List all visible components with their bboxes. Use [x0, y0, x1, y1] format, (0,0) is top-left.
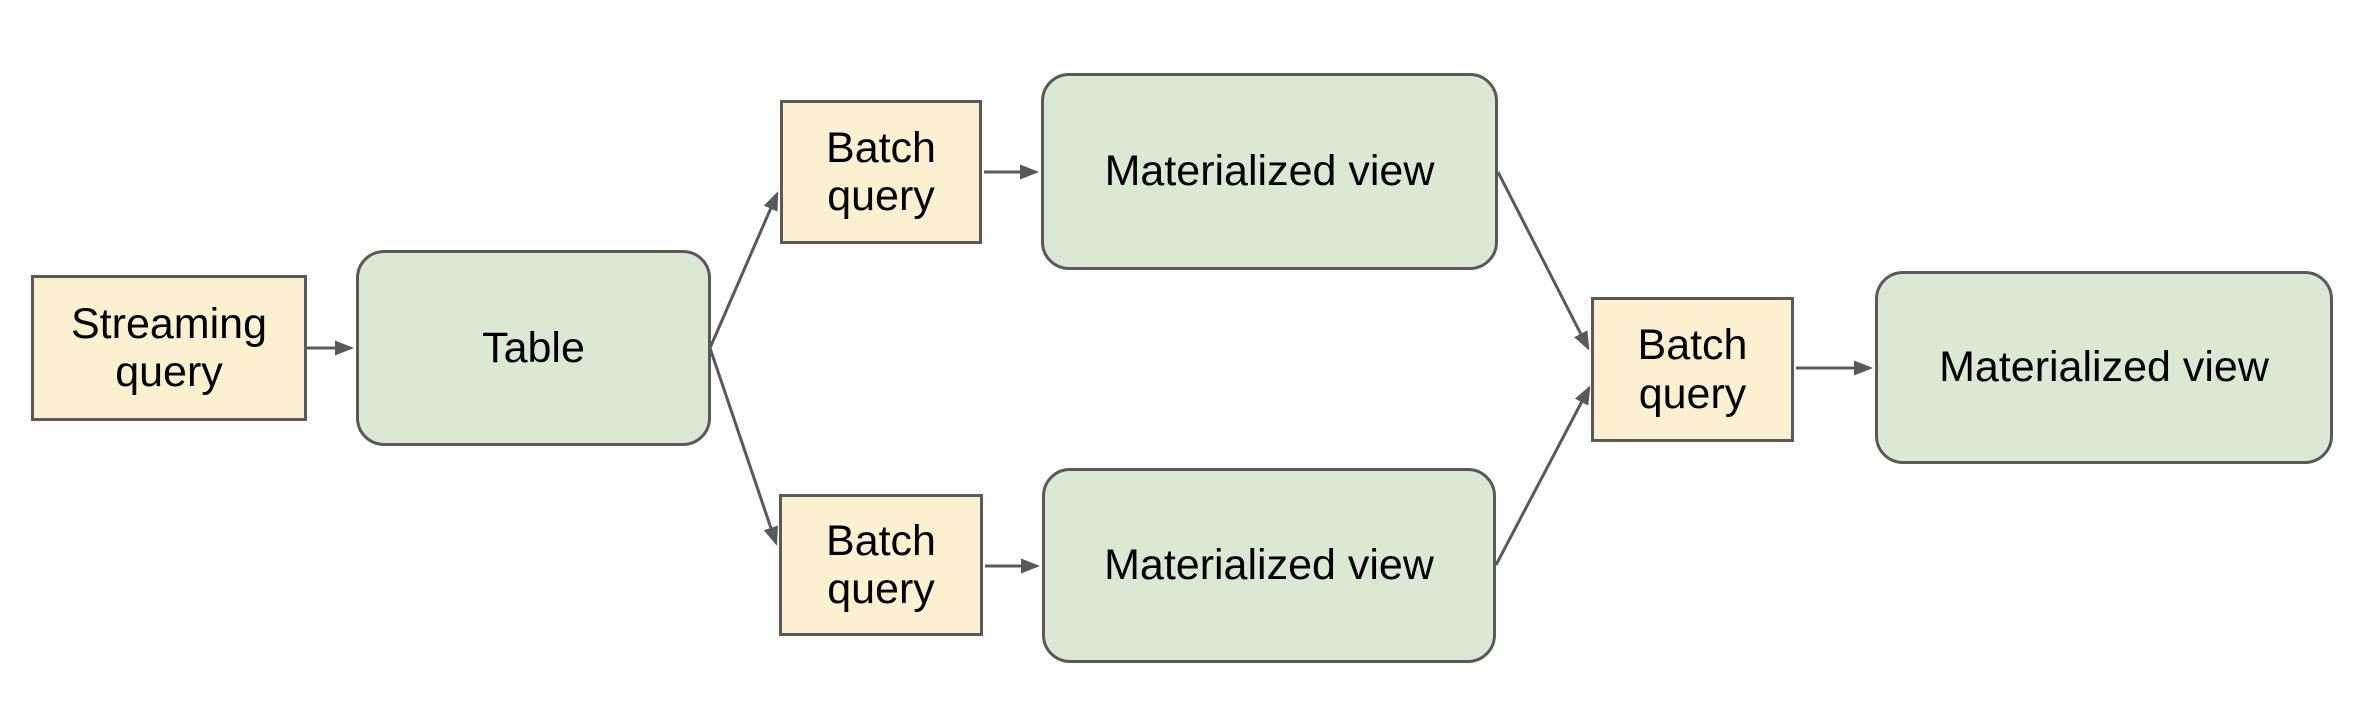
- edge-table-to-bq-top: [708, 191, 779, 349]
- edge-mv-top-to-bq-join: [1496, 171, 1590, 351]
- node-streaming-query-label: Streaming query: [71, 299, 267, 396]
- node-materialized-view-bottom: Materialized view: [1042, 468, 1496, 663]
- node-streaming-query: Streaming query: [31, 275, 307, 421]
- node-materialized-view-bottom-label: Materialized view: [1104, 541, 1434, 590]
- edge-table-to-bq-bottom: [708, 347, 778, 546]
- node-table-label: Table: [482, 323, 585, 372]
- node-batch-query-bottom: Batch query: [779, 494, 983, 636]
- node-batch-query-top-label: Batch query: [826, 123, 936, 220]
- node-materialized-view-top: Materialized view: [1041, 73, 1498, 270]
- node-batch-query-top: Batch query: [780, 100, 982, 244]
- node-batch-query-join: Batch query: [1591, 297, 1794, 442]
- node-table: Table: [356, 250, 711, 446]
- node-batch-query-join-label: Batch query: [1637, 321, 1748, 418]
- edge-mv-bottom-to-bq-join: [1494, 385, 1591, 566]
- node-batch-query-bottom-label: Batch query: [826, 516, 936, 613]
- node-materialized-view-top-label: Materialized view: [1104, 147, 1435, 196]
- node-materialized-view-final: Materialized view: [1875, 271, 2333, 464]
- node-materialized-view-final-label: Materialized view: [1939, 343, 2269, 392]
